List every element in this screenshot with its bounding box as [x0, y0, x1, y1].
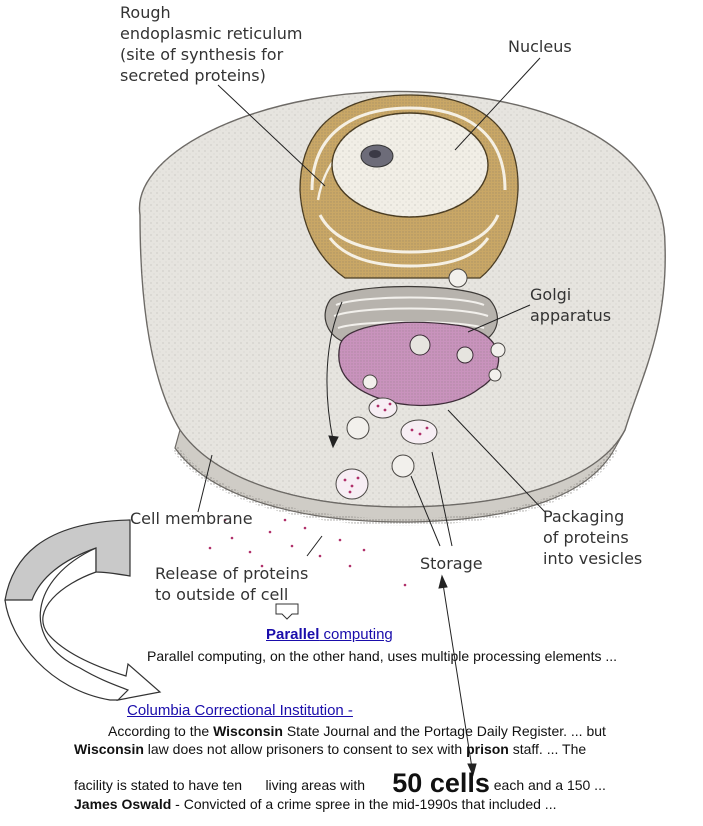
snippet-text: - Convicted of a crime spree in the mid-…: [171, 796, 557, 812]
result-snippet-parallel: Parallel computing, on the other hand, u…: [147, 648, 618, 664]
leader-lines: [197, 57, 546, 777]
label-release: Release of proteins to outside of cell: [155, 564, 309, 604]
label-rough-er: Rough endoplasmic reticulum (site of syn…: [120, 3, 303, 85]
result-link-parallel[interactable]: Parallel computing: [266, 626, 393, 643]
released-proteins: [208, 518, 407, 587]
result-link-parallel-rest: computing: [319, 626, 393, 643]
snippet-highlight: prison: [466, 741, 509, 757]
snippet-big-text: 50 cells: [392, 768, 490, 798]
snippet-highlight: Wisconsin: [74, 741, 144, 757]
snippet-text: each and a 150 ...: [493, 777, 606, 793]
callout-marker: [275, 603, 299, 620]
result-snippet-columbia-line1: According to the Wisconsin State Journal…: [108, 723, 606, 739]
result-link-parallel-bold: Parallel: [266, 626, 320, 643]
snippet-highlight: James Oswald: [74, 796, 172, 812]
vesicles: [335, 268, 506, 500]
snippet-highlight: Wisconsin: [213, 723, 283, 739]
label-packaging: Packaging of proteins into vesicles: [543, 507, 643, 568]
label-cell-membrane: Cell membrane: [130, 509, 253, 528]
snippet-text: According to the: [108, 723, 214, 739]
label-nucleus: Nucleus: [508, 37, 572, 56]
snippet-text: living areas with: [265, 777, 366, 793]
curved-arrow: [4, 519, 162, 701]
snippet-text: law does not allow prisoners to consent …: [143, 741, 467, 757]
snippet-text: facility is stated to have ten: [74, 777, 243, 793]
label-golgi: Golgi apparatus: [530, 285, 612, 325]
label-storage: Storage: [420, 554, 483, 573]
nucleus: [331, 112, 489, 218]
result-link-columbia[interactable]: Columbia Correctional Institution -: [127, 702, 353, 719]
result-snippet-columbia-line4: James Oswald - Convicted of a crime spre…: [74, 796, 556, 812]
result-snippet-columbia-line2: Wisconsin law does not allow prisoners t…: [74, 741, 586, 757]
snippet-text: staff. ... The: [508, 741, 587, 757]
result-snippet-columbia-line3: facility is stated to have ten living ar…: [74, 768, 606, 799]
snippet-text: State Journal and the Portage Daily Regi…: [282, 723, 606, 739]
golgi-apparatus: [324, 285, 500, 406]
